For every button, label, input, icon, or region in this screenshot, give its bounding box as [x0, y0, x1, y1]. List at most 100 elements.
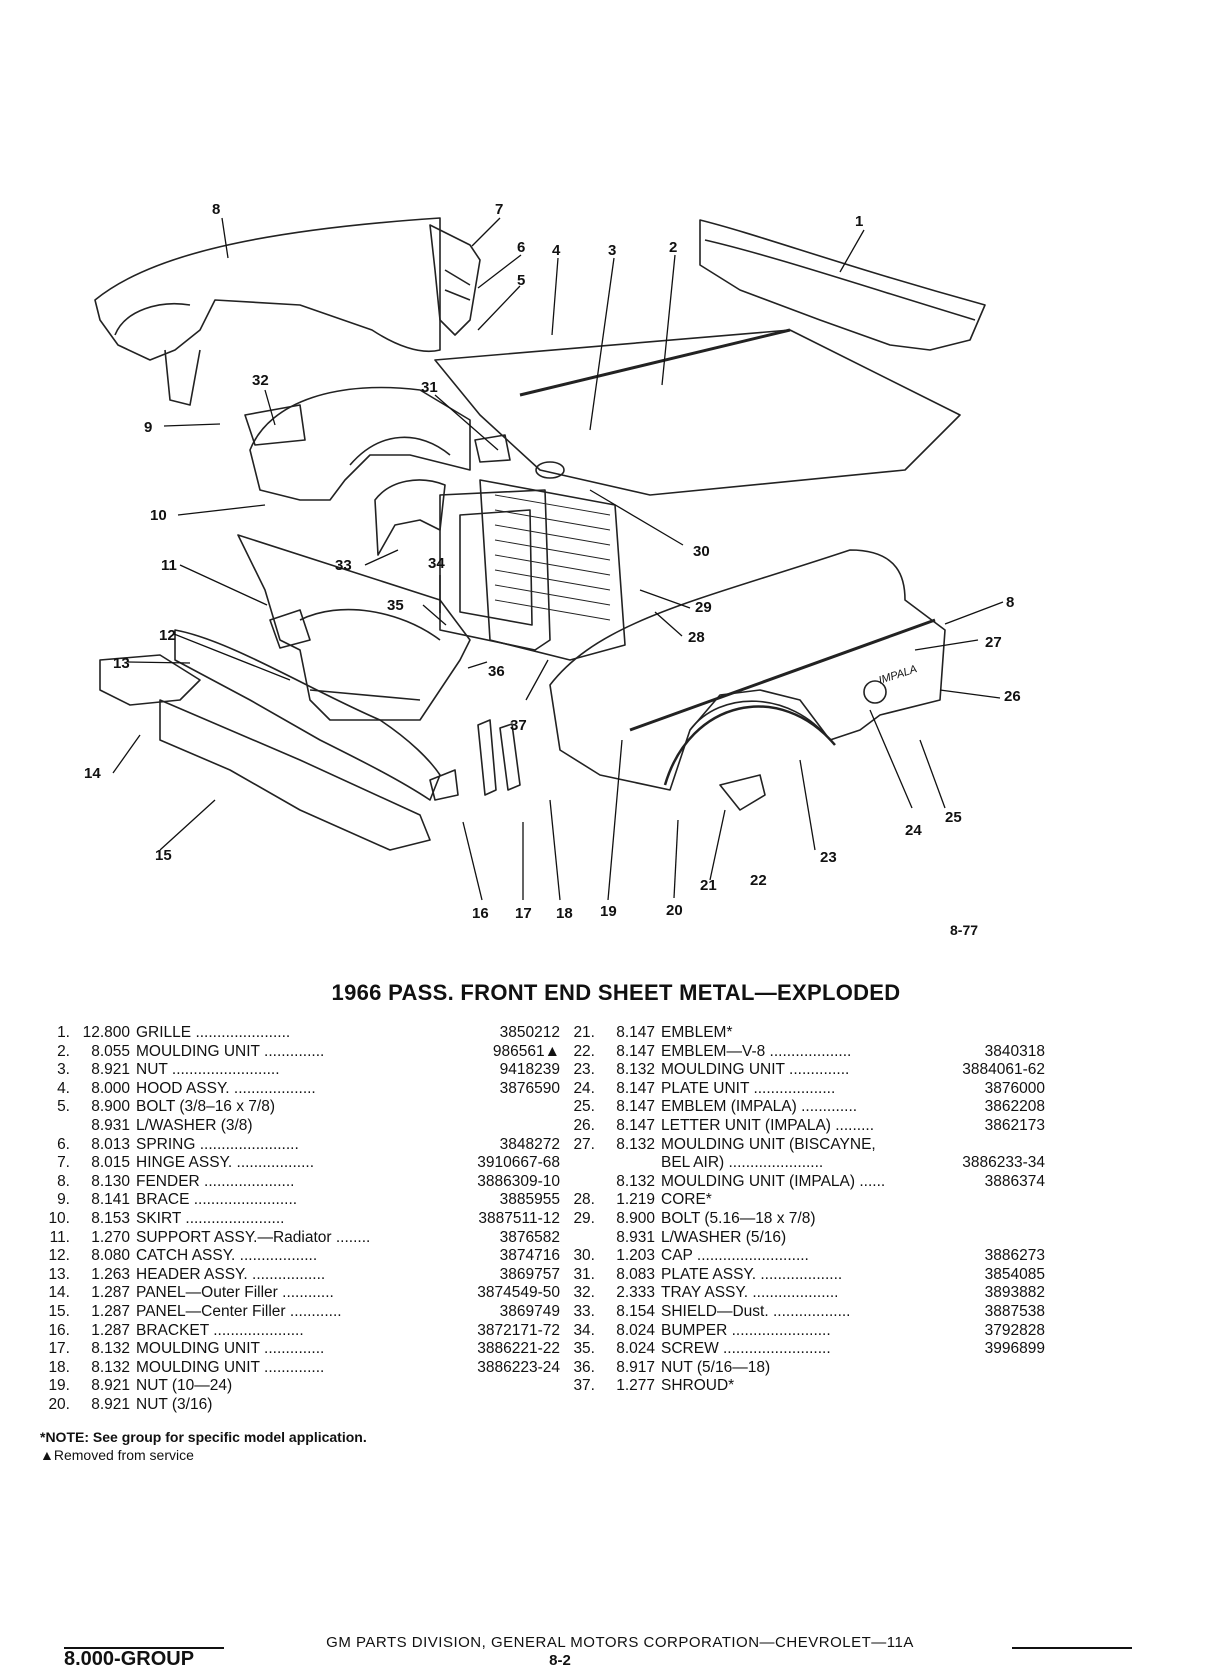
part-description: SUPPORT ASSY.—Radiator ........	[136, 1228, 371, 1246]
group-number: 1.263	[91, 1265, 130, 1283]
item-number	[565, 1154, 595, 1173]
item-number: 3.	[57, 1061, 70, 1079]
callout-30: 30	[693, 543, 710, 560]
part-description: PANEL—Outer Filler ............	[136, 1284, 334, 1302]
item-number: 17.	[48, 1340, 70, 1358]
part-number: 3910667-68	[477, 1154, 560, 1172]
callout-9: 9	[144, 419, 152, 436]
figure-code: 8-77	[950, 922, 979, 938]
item-number: 6.	[57, 1135, 70, 1153]
callout-12: 12	[159, 627, 176, 644]
item-number: 14.	[48, 1284, 70, 1302]
item-number: 9.	[57, 1191, 70, 1209]
shield-part	[374, 479, 446, 556]
page-number: 8-2	[549, 1652, 571, 1669]
part-number	[949, 1229, 1045, 1248]
callout-27: 27	[985, 634, 1002, 651]
part-number: 3848272	[499, 1135, 560, 1153]
item-number: 37.	[573, 1377, 595, 1395]
part-number	[949, 1024, 1045, 1043]
part-number	[949, 1377, 1045, 1396]
callout-23: 23	[820, 849, 837, 866]
footer-division: GM PARTS DIVISION, GENERAL MOTORS CORPOR…	[326, 1634, 914, 1651]
item-number: 21.	[573, 1024, 595, 1041]
callout-28: 28	[688, 629, 705, 646]
part-description: HINGE ASSY. ..................	[136, 1154, 315, 1172]
part-number: 3874716	[499, 1247, 560, 1265]
item-number: 34.	[573, 1321, 595, 1339]
group-number: 1.203	[616, 1247, 655, 1265]
callout-36: 36	[488, 663, 505, 680]
callout-21: 21	[700, 877, 717, 894]
item-number: 24.	[573, 1079, 595, 1097]
callout-35: 35	[387, 597, 404, 614]
footer-group: 8.000-GROUP	[64, 1648, 195, 1670]
item-number	[40, 1117, 70, 1136]
item-number: 7.	[57, 1154, 70, 1172]
part-number	[464, 1377, 560, 1396]
callout-18: 18	[556, 905, 573, 922]
group-number: 8.147	[616, 1024, 655, 1041]
part-number: 3876000	[984, 1079, 1045, 1097]
item-number: 10.	[48, 1209, 70, 1227]
callout-22: 22	[750, 872, 767, 889]
group-number: 8.132	[616, 1172, 655, 1190]
group-number: 8.130	[91, 1172, 130, 1190]
group-number: 8.147	[616, 1042, 655, 1060]
item-number: 35.	[573, 1340, 595, 1358]
part-number: 3876590	[499, 1079, 560, 1097]
group-number	[595, 1154, 661, 1173]
footer-rule-right	[1012, 1647, 1132, 1649]
item-number: 11.	[49, 1228, 70, 1246]
part-description: BOLT (3/8–16 x 7/8)	[136, 1098, 276, 1116]
group-number: 8.083	[616, 1265, 655, 1283]
callout-14: 14	[84, 765, 101, 782]
hood-moulding-part	[519, 328, 791, 397]
emblem-lettering: IMPALA	[877, 663, 918, 687]
part-description: BEL AIR) ......................	[661, 1154, 824, 1172]
item-number: 33.	[573, 1302, 595, 1320]
part-number	[949, 1136, 1045, 1155]
group-number: 8.154	[616, 1302, 655, 1320]
part-description: PLATE ASSY. ...................	[661, 1265, 843, 1283]
group-number: 1.287	[91, 1321, 130, 1339]
part-description: HEADER ASSY. .................	[136, 1265, 326, 1283]
part-number	[949, 1359, 1045, 1378]
item-number: 4.	[57, 1079, 70, 1097]
part-number	[949, 1210, 1045, 1229]
group-number: 8.900	[91, 1098, 130, 1116]
notes: *NOTE: See group for specific model appl…	[40, 1428, 367, 1464]
grille-part	[699, 219, 986, 351]
part-description: EMBLEM—V-8 ...................	[661, 1042, 852, 1060]
item-number: 20.	[48, 1395, 70, 1413]
part-description: NUT (10—24)	[136, 1377, 233, 1395]
group-number: 1.287	[91, 1302, 130, 1320]
left-fender-part	[94, 217, 441, 361]
group-number: 1.270	[91, 1228, 130, 1246]
group-number: 8.132	[91, 1358, 130, 1376]
item-number: 1.	[57, 1024, 70, 1041]
group-number: 8.000	[91, 1079, 130, 1097]
note-removed-from-service: ▲Removed from service	[40, 1447, 194, 1463]
part-description: PLATE UNIT ...................	[661, 1079, 836, 1097]
page-title: 1966 PASS. FRONT END SHEET METAL—EXPLODE…	[331, 980, 901, 1005]
part-number	[464, 1117, 560, 1136]
